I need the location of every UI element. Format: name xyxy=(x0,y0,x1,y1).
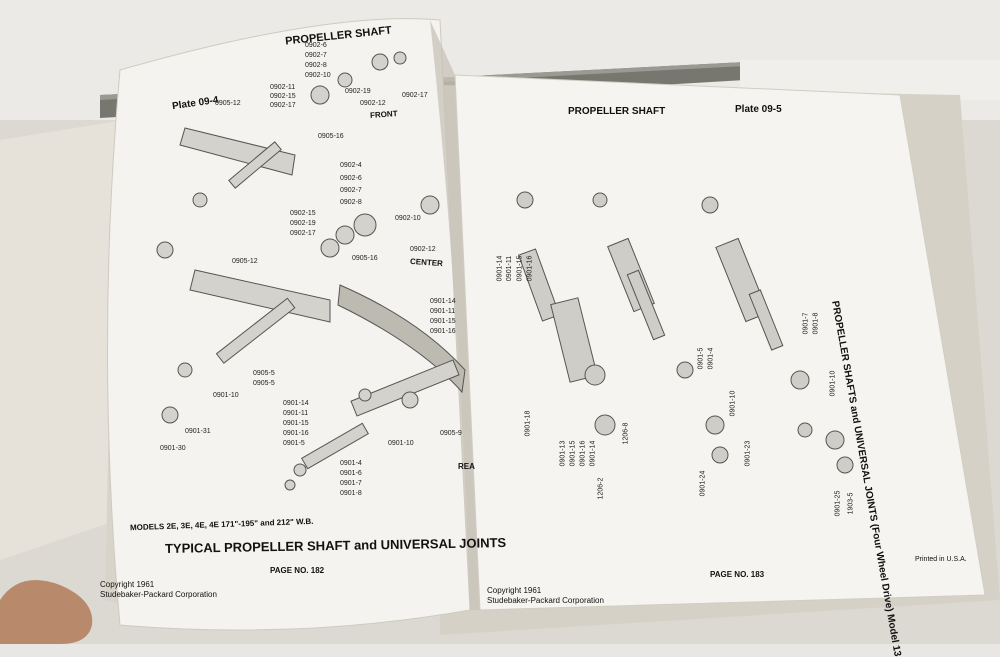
pn: 0905-16 xyxy=(352,255,378,262)
pn: 0901-5 xyxy=(697,347,705,370)
pn: 0902-10 xyxy=(395,215,421,222)
pn: 0901-14 xyxy=(430,298,456,305)
pn: 0901-15 xyxy=(516,255,524,282)
pn: 0905-16 xyxy=(318,133,344,140)
pn: 0901-15 xyxy=(569,440,577,467)
pn: 0901-7 xyxy=(802,312,810,335)
pn: 0901-24 xyxy=(699,470,707,497)
pn: 0901-8 xyxy=(340,490,362,497)
right-plate-label: Plate 09-5 xyxy=(735,104,782,115)
left-copyright-owner: Studebaker-Packard Corporation xyxy=(100,590,217,599)
pn: 0902-6 xyxy=(340,175,362,182)
pn: 0905-12 xyxy=(215,100,241,107)
pn: 0901-5 xyxy=(283,440,305,447)
pn: 0902-8 xyxy=(305,62,327,69)
pn: 0901-30 xyxy=(160,445,186,452)
pn: 0902-7 xyxy=(305,52,327,59)
pn: 0905-5 xyxy=(253,380,275,387)
pn: 0902-17 xyxy=(402,92,428,99)
right-header: PROPELLER SHAFT xyxy=(568,106,666,117)
right-copyright-owner: Studebaker-Packard Corporation xyxy=(487,596,604,605)
printed-in-usa: Printed in U.S.A. xyxy=(915,556,967,563)
right-copyright-year: Copyright 1961 xyxy=(487,586,542,595)
left-diagram xyxy=(156,51,466,491)
pn: 1206-8 xyxy=(622,422,630,445)
pn: 0901-16 xyxy=(579,440,587,467)
pn: 0901-7 xyxy=(340,480,362,487)
pn: 0901-4 xyxy=(340,460,362,467)
pn: 0901-11 xyxy=(283,410,309,417)
pn: 0902-6 xyxy=(305,42,327,49)
pn: 0901-15 xyxy=(430,318,456,325)
right-page-number: PAGE NO. 183 xyxy=(710,570,765,579)
pn: 0902-7 xyxy=(340,187,362,194)
right-page xyxy=(454,74,986,611)
front-label: FRONT xyxy=(369,109,398,120)
pn: 0902-15 xyxy=(270,93,296,100)
pn: 0901-23 xyxy=(744,440,752,467)
pn: 0901-11 xyxy=(430,308,456,315)
pn: 0902-10 xyxy=(305,72,331,79)
left-page-number: PAGE NO. 182 xyxy=(270,566,325,575)
book-cover-left xyxy=(0,120,125,560)
pn: 0901-13 xyxy=(559,440,567,467)
pn: 0901-16 xyxy=(283,430,309,437)
pn: 0902-12 xyxy=(360,100,386,107)
pn: 0902-19 xyxy=(345,88,371,95)
pn: 0902-8 xyxy=(340,199,362,206)
thumb xyxy=(0,580,93,644)
pn: 0901-4 xyxy=(707,347,715,370)
pn: 0901-8 xyxy=(812,312,820,335)
pn: 0901-25 xyxy=(834,490,842,517)
pn: 0902-17 xyxy=(270,102,296,109)
pn: 0905-5 xyxy=(253,370,275,377)
pn: 0902-11 xyxy=(270,84,296,91)
pn: 0901-10 xyxy=(829,370,837,397)
pn: 0901-14 xyxy=(496,255,504,282)
pn: 0901-16 xyxy=(526,255,534,282)
pn: 0901-16 xyxy=(430,328,456,335)
pn: 0901-10 xyxy=(213,392,239,399)
pn: 0901-15 xyxy=(283,420,309,427)
pn: 0902-19 xyxy=(290,220,316,227)
pn: 0901-14 xyxy=(283,400,309,407)
pn: 0902-15 xyxy=(290,210,316,217)
pn: 0901-14 xyxy=(589,440,597,467)
right-diagram xyxy=(516,191,854,474)
pn: 0905-9 xyxy=(440,430,462,437)
pn: 0901-18 xyxy=(524,410,532,437)
pn: 0901-11 xyxy=(506,255,514,282)
pn: 1206-2 xyxy=(597,477,605,500)
pn: 0905-12 xyxy=(232,258,258,265)
pn: 0901-10 xyxy=(388,440,414,447)
pn: 0901-6 xyxy=(340,470,362,477)
left-copyright-year: Copyright 1961 xyxy=(100,580,155,589)
pn: 0902-17 xyxy=(290,230,316,237)
pn: 0901-10 xyxy=(729,390,737,417)
pn: 0902-4 xyxy=(340,162,362,169)
rear-label: REA xyxy=(458,462,475,471)
left-page xyxy=(107,18,471,631)
pn: 0901-31 xyxy=(185,428,211,435)
pn: 0902-12 xyxy=(410,246,436,253)
pn: 1903-5 xyxy=(847,492,855,515)
